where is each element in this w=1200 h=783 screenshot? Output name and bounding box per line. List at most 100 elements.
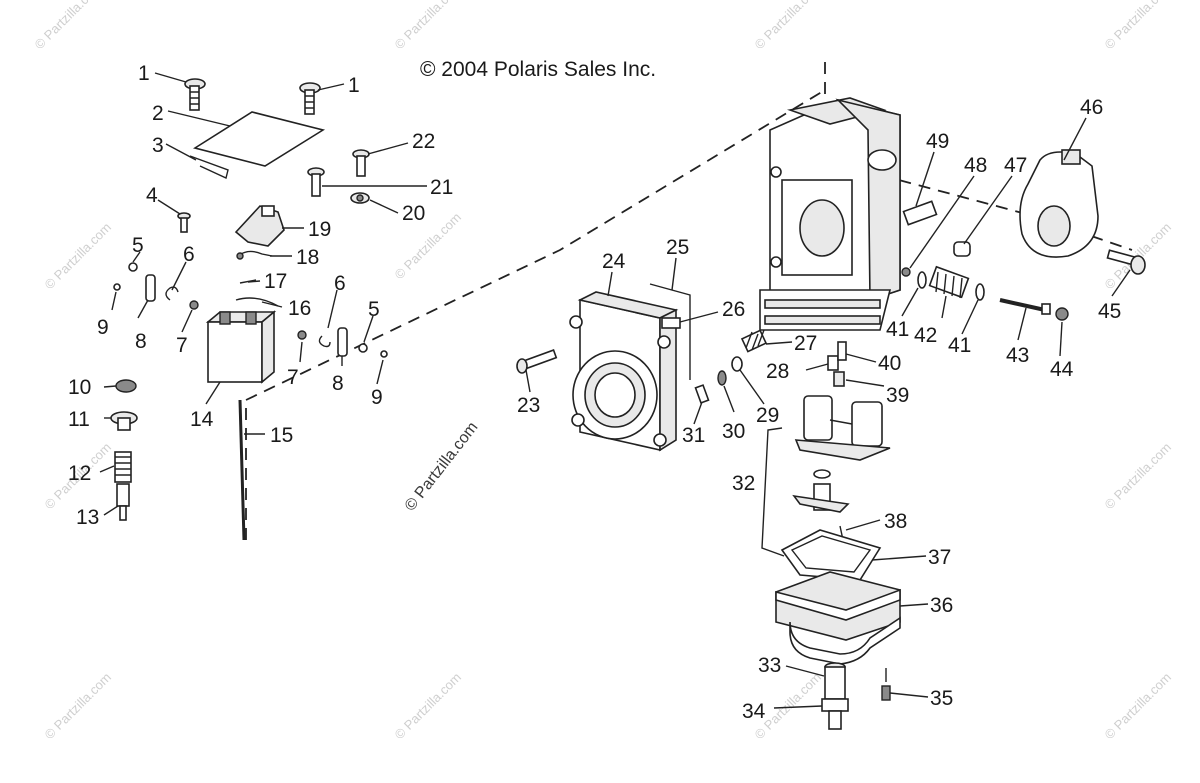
clip-part-6 xyxy=(318,335,331,348)
callout-27: 27 xyxy=(794,332,817,355)
ball-part-48 xyxy=(901,267,911,277)
callout-16: 16 xyxy=(288,297,311,320)
cap-part-47 xyxy=(953,241,971,257)
callout-22: 22 xyxy=(412,130,435,153)
jet-part-40 xyxy=(837,341,847,361)
callout-9: 9 xyxy=(371,386,383,409)
screw-part-22 xyxy=(352,149,370,177)
callout-labels: 1 1 2 3 4 5 5 6 6 7 7 8 8 9 9 10 11 12 1… xyxy=(68,62,1121,723)
plunger-part-43 xyxy=(1041,303,1051,315)
screw-part-23 xyxy=(516,349,558,374)
screw-part-21 xyxy=(307,167,325,197)
nut-part-7 xyxy=(297,330,307,340)
callout-7: 7 xyxy=(176,334,188,357)
callout-46: 46 xyxy=(1080,96,1103,119)
callout-20: 20 xyxy=(402,202,425,225)
assembly-dashed-line xyxy=(245,89,826,540)
cover-plate-part-2 xyxy=(193,111,326,167)
gasket-part-3 xyxy=(189,155,229,179)
nut-part-20 xyxy=(350,192,370,204)
assembly-dashed-line xyxy=(879,174,1133,251)
screw-part-35 xyxy=(881,685,891,701)
watermark: © Partzilla.com xyxy=(752,0,825,52)
spring-part-27 xyxy=(740,329,768,353)
float-part-32 xyxy=(794,395,891,461)
callout-29: 29 xyxy=(756,404,779,427)
callout-30: 30 xyxy=(722,420,745,443)
callout-36: 36 xyxy=(930,594,953,617)
callout-6: 6 xyxy=(183,243,195,266)
callout-5: 5 xyxy=(132,234,144,257)
callout-17: 17 xyxy=(264,270,287,293)
cover-part-46 xyxy=(1019,149,1099,258)
callout-47: 47 xyxy=(1004,154,1027,177)
callout-41: 41 xyxy=(948,334,971,357)
callout-13: 13 xyxy=(76,506,99,529)
plate-part-8 xyxy=(337,327,348,357)
callout-40: 40 xyxy=(878,352,901,375)
callout-21: 21 xyxy=(430,176,453,199)
watermark: © Partzilla.com xyxy=(32,0,105,52)
bracket-part-19 xyxy=(261,205,275,217)
washer-part-41 xyxy=(975,283,985,301)
needle-part-15 xyxy=(238,399,246,541)
intake-flange-part-24 xyxy=(569,291,681,452)
nut-part-7 xyxy=(189,300,199,310)
callout-37: 37 xyxy=(928,546,951,569)
callout-23: 23 xyxy=(517,394,540,417)
plunger-part-43 xyxy=(999,298,1046,312)
callout-9: 9 xyxy=(97,316,109,339)
callout-14: 14 xyxy=(190,408,214,431)
clip-part-6 xyxy=(165,286,179,301)
callout-45: 45 xyxy=(1098,300,1121,323)
callout-44: 44 xyxy=(1050,358,1074,381)
watermark: © Partzilla.com xyxy=(1102,440,1175,513)
cap-part-10 xyxy=(115,379,137,393)
screw-part-45 xyxy=(1106,249,1146,275)
callout-8: 8 xyxy=(135,330,147,353)
callout-18: 18 xyxy=(296,246,319,269)
spring-part-42 xyxy=(928,265,970,299)
screw-part-1 xyxy=(184,78,206,111)
washer-part-5 xyxy=(358,343,368,353)
jet-part-28 xyxy=(827,355,839,371)
callout-6: 6 xyxy=(334,272,346,295)
copyright-text: © 2004 Polaris Sales Inc. xyxy=(420,58,656,81)
clip-part-18 xyxy=(236,252,244,260)
callout-4: 4 xyxy=(146,184,158,207)
watermark: © Partzilla.com xyxy=(392,670,465,743)
callout-2: 2 xyxy=(152,102,164,125)
callout-39: 39 xyxy=(886,384,909,407)
drain-part-33 xyxy=(824,662,846,700)
callout-11: 11 xyxy=(68,408,90,431)
float-bowl-part-36 xyxy=(775,571,901,665)
callout-42: 42 xyxy=(914,324,937,347)
oring-part-32 xyxy=(813,469,831,479)
watermark: © Partzilla.com xyxy=(42,670,115,743)
callout-8: 8 xyxy=(332,372,344,395)
carburetor-body xyxy=(759,97,901,331)
callout-38: 38 xyxy=(884,510,907,533)
plunger-part-13 xyxy=(116,483,130,521)
callout-1: 1 xyxy=(348,74,360,97)
cap-part-44 xyxy=(1055,307,1069,321)
callout-48: 48 xyxy=(964,154,987,177)
rod-part-25 xyxy=(649,283,691,380)
callout-41: 41 xyxy=(886,318,909,341)
wire-part-16 xyxy=(235,297,279,307)
callout-10: 10 xyxy=(68,376,91,399)
watermark: © Partzilla.com xyxy=(42,220,115,293)
jet-part-31 xyxy=(694,384,710,404)
watermark: © Partzilla.com xyxy=(392,0,465,52)
plate-part-8 xyxy=(145,274,156,302)
throttle-slide-part-14 xyxy=(205,310,277,384)
watermark: © Partzilla.com xyxy=(1102,0,1175,52)
ring-part-9 xyxy=(380,350,388,358)
callout-26: 26 xyxy=(722,298,745,321)
watermark-main: © Partzilla.com xyxy=(402,419,482,514)
jet-part-49 xyxy=(902,200,938,226)
callout-7: 7 xyxy=(287,366,299,389)
callout-43: 43 xyxy=(1006,344,1029,367)
